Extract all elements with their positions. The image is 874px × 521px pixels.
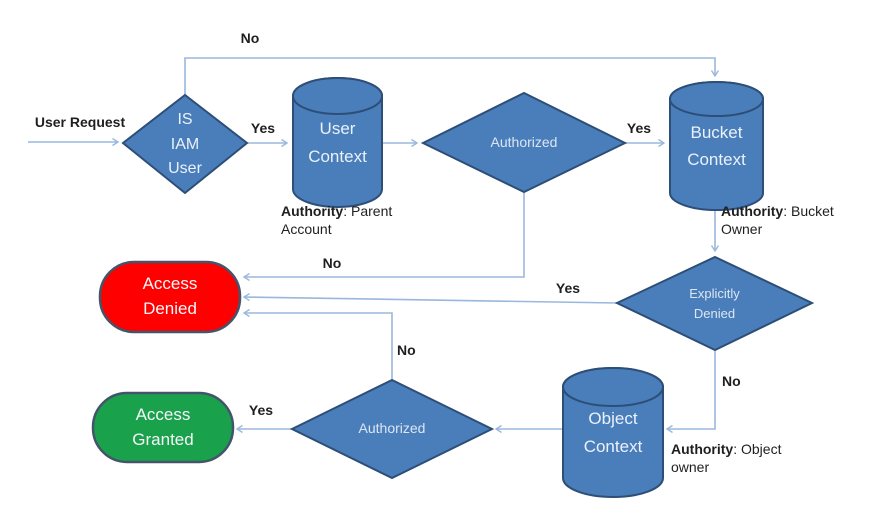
decision-is-iam-user — [121, 93, 249, 195]
edge-label-yes-iam: Yes — [250, 120, 276, 136]
caption-user-context-authority-rest: : Parent Account — [281, 203, 393, 238]
edge-explicit-yes-to-denied — [244, 297, 618, 304]
caption-bucket-context-authority-bold: Authority — [721, 203, 784, 219]
terminal-access-granted — [91, 391, 235, 464]
cylinder-object-context — [562, 367, 664, 498]
caption-user-context-authority-bold: Authority — [281, 203, 344, 219]
cylinder-object-context-top — [562, 367, 664, 407]
edge-label-no-top: No — [240, 30, 260, 46]
decision-authorized-top — [420, 91, 628, 194]
cylinder-user-context — [292, 77, 383, 208]
caption-object-context-authority-bold: Authority — [671, 441, 734, 457]
edge-iam-no-to-bucket — [184, 57, 715, 95]
cylinder-user-context-top — [292, 77, 383, 115]
caption-user-context-authority: Authority: Parent Account — [281, 202, 429, 239]
caption-bucket-context-authority: Authority: Bucket Owner — [721, 202, 874, 239]
caption-object-context-authority-rest: : Object owner — [671, 441, 782, 476]
edge-label-yes-explicitly-denied: Yes — [555, 280, 581, 296]
cylinder-bucket-context — [669, 81, 764, 211]
edge-label-user-request: User Request — [34, 114, 126, 130]
edge-authorized2-no-to-denied — [244, 313, 393, 379]
caption-object-context-authority: Authority: Object owner — [671, 440, 821, 477]
edge-explicit-no-to-object — [667, 351, 716, 429]
caption-bucket-context-authority-rest: : Bucket Owner — [721, 203, 834, 238]
cylinder-bucket-context-top — [669, 81, 764, 117]
edge-label-yes-authorized-bottom: Yes — [248, 402, 274, 418]
decision-explicitly-denied — [614, 255, 815, 352]
edge-authorized-no-to-denied — [244, 193, 525, 277]
edge-label-no-explicitly-denied: No — [722, 373, 741, 389]
edge-label-no-authorized-bottom: No — [397, 342, 416, 358]
edge-label-yes-authorized-top: Yes — [626, 120, 652, 136]
edge-label-no-authorized-top: No — [322, 255, 342, 271]
terminal-access-denied — [98, 260, 242, 334]
decision-authorized-bottom — [289, 378, 495, 480]
